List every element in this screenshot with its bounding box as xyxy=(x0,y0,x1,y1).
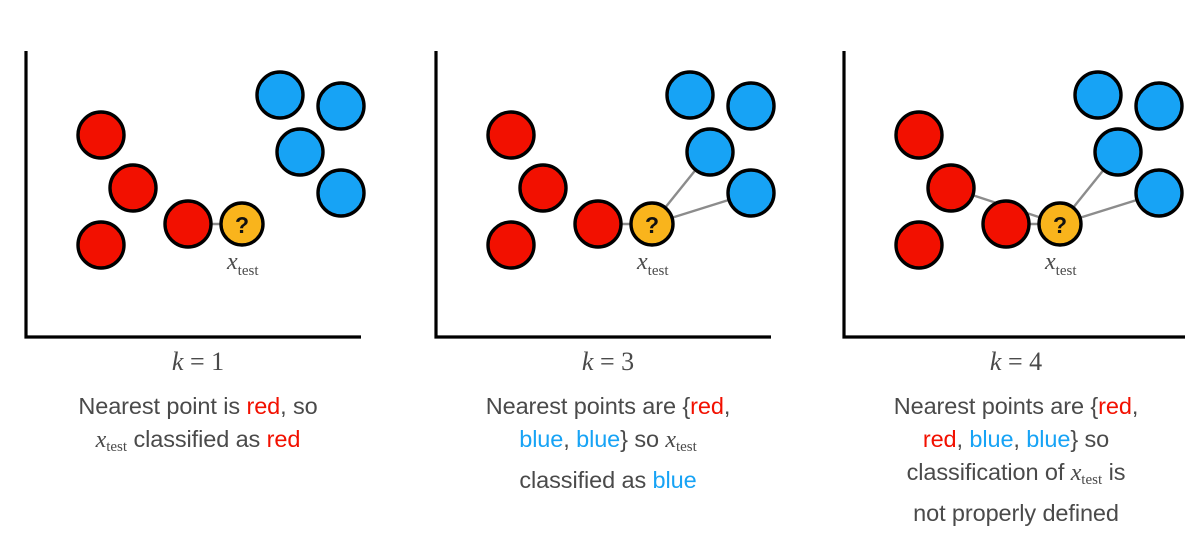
xtest-sub: test xyxy=(648,263,670,279)
data-point-red-4 xyxy=(163,199,213,249)
caption-panel-k3: Nearest points are {red, blue, blue} so … xyxy=(418,390,798,497)
xtest-sub: test xyxy=(238,263,260,279)
caption-red-word: red xyxy=(1098,393,1132,419)
data-point-red-2 xyxy=(518,163,568,213)
data-point-blue-4 xyxy=(316,168,366,218)
caption-blue-word: blue xyxy=(1026,426,1071,452)
caption-xtest: xtest xyxy=(665,427,697,456)
k-value: = 1 xyxy=(183,347,225,376)
data-point-blue-3 xyxy=(1093,127,1143,177)
data-point-blue-1 xyxy=(255,70,305,120)
xtest-x: x xyxy=(1070,460,1082,486)
data-point-blue-1 xyxy=(665,70,715,120)
caption-blue-word: blue xyxy=(519,426,564,452)
data-point-blue-4 xyxy=(1134,168,1184,218)
data-point-blue-3 xyxy=(275,127,325,177)
data-point-red-3 xyxy=(486,220,536,270)
caption-text: , xyxy=(956,426,970,452)
k-label-panel-k1: k = 1 xyxy=(28,347,368,377)
xtest-sub: test xyxy=(1081,472,1103,489)
caption-text: } so xyxy=(620,426,666,452)
caption-text: , xyxy=(1013,426,1027,452)
xtest-sub: test xyxy=(106,439,128,456)
xtest-x: x xyxy=(665,427,676,453)
caption-text: classification of xyxy=(906,459,1071,485)
caption-red-word: red xyxy=(246,393,281,419)
data-point-blue-2 xyxy=(726,81,776,131)
data-point-red-4 xyxy=(573,199,623,249)
k-symbol: k xyxy=(989,347,1002,376)
caption-text: classified as xyxy=(127,426,267,452)
caption-red-word: red xyxy=(922,426,957,452)
query-point-glyph: ? xyxy=(645,212,659,238)
data-point-red-1 xyxy=(76,110,126,160)
data-point-blue-4 xyxy=(726,168,776,218)
data-point-blue-2 xyxy=(1134,81,1184,131)
axis-lines-panel-k4 xyxy=(842,51,1185,339)
axis-lines-panel-k1 xyxy=(24,51,361,339)
xtest-label-panel-k1: xtest xyxy=(226,249,259,279)
caption-text: classified as xyxy=(519,467,653,494)
caption-blue-word: blue xyxy=(652,467,697,494)
k-label-panel-k3: k = 3 xyxy=(438,347,778,377)
caption-xtest: xtest xyxy=(95,427,128,456)
panel-k4: ? xtest xyxy=(842,51,1185,339)
panel-k1: ? xtest xyxy=(24,51,366,339)
caption-text: } so xyxy=(1070,426,1110,452)
data-point-red-1 xyxy=(486,110,536,160)
caption-text: not properly defined xyxy=(913,500,1119,527)
data-point-red-3 xyxy=(894,220,944,270)
query-point-marker xyxy=(1037,201,1083,247)
k-symbol: k xyxy=(171,347,184,376)
query-point-glyph: ? xyxy=(235,212,249,238)
query-point-marker xyxy=(629,201,675,247)
xtest-sub: test xyxy=(675,439,697,456)
caption-blue-word: blue xyxy=(969,426,1014,452)
xtest-label-panel-k4: xtest xyxy=(1044,249,1077,279)
caption-text: Nearest points are { xyxy=(893,393,1099,419)
caption-text: is xyxy=(1102,459,1126,485)
xtest-x: x xyxy=(95,427,107,453)
xtest-x: x xyxy=(1044,249,1056,275)
query-point-glyph: ? xyxy=(1053,212,1067,238)
xtest-x: x xyxy=(226,249,238,275)
caption-red-word: red xyxy=(266,426,301,452)
query-point-marker xyxy=(219,201,265,247)
caption-text: , so xyxy=(280,393,318,419)
caption-panel-k4: Nearest points are {red, red, blue, blue… xyxy=(826,390,1200,530)
caption-red-word: red xyxy=(690,393,724,419)
axis-lines-panel-k3 xyxy=(434,51,771,339)
k-value: = 3 xyxy=(593,347,635,376)
caption-text: , xyxy=(563,426,577,452)
data-point-blue-1 xyxy=(1073,70,1123,120)
k-label-panel-k4: k = 4 xyxy=(846,347,1186,377)
caption-text: Nearest points are { xyxy=(485,393,691,419)
caption-text: Nearest point is xyxy=(78,393,247,419)
panel-k3: ? xtest xyxy=(434,51,776,339)
caption-text: , xyxy=(1131,393,1139,419)
data-point-red-4 xyxy=(981,199,1031,249)
xtest-x: x xyxy=(636,249,648,275)
caption-text: , xyxy=(723,393,731,419)
data-point-red-2 xyxy=(926,163,976,213)
data-point-red-3 xyxy=(76,220,126,270)
data-point-blue-2 xyxy=(316,81,366,131)
k-symbol: k xyxy=(581,347,594,376)
xtest-label-panel-k3: xtest xyxy=(636,249,669,279)
data-point-red-2 xyxy=(108,163,158,213)
caption-blue-word: blue xyxy=(576,426,621,452)
caption-panel-k1: Nearest point is red, so xtest classifie… xyxy=(8,390,388,464)
data-point-red-1 xyxy=(894,110,944,160)
k-value: = 4 xyxy=(1001,347,1043,376)
data-point-blue-3 xyxy=(685,127,735,177)
caption-xtest: xtest xyxy=(1070,460,1103,489)
xtest-sub: test xyxy=(1056,263,1078,279)
